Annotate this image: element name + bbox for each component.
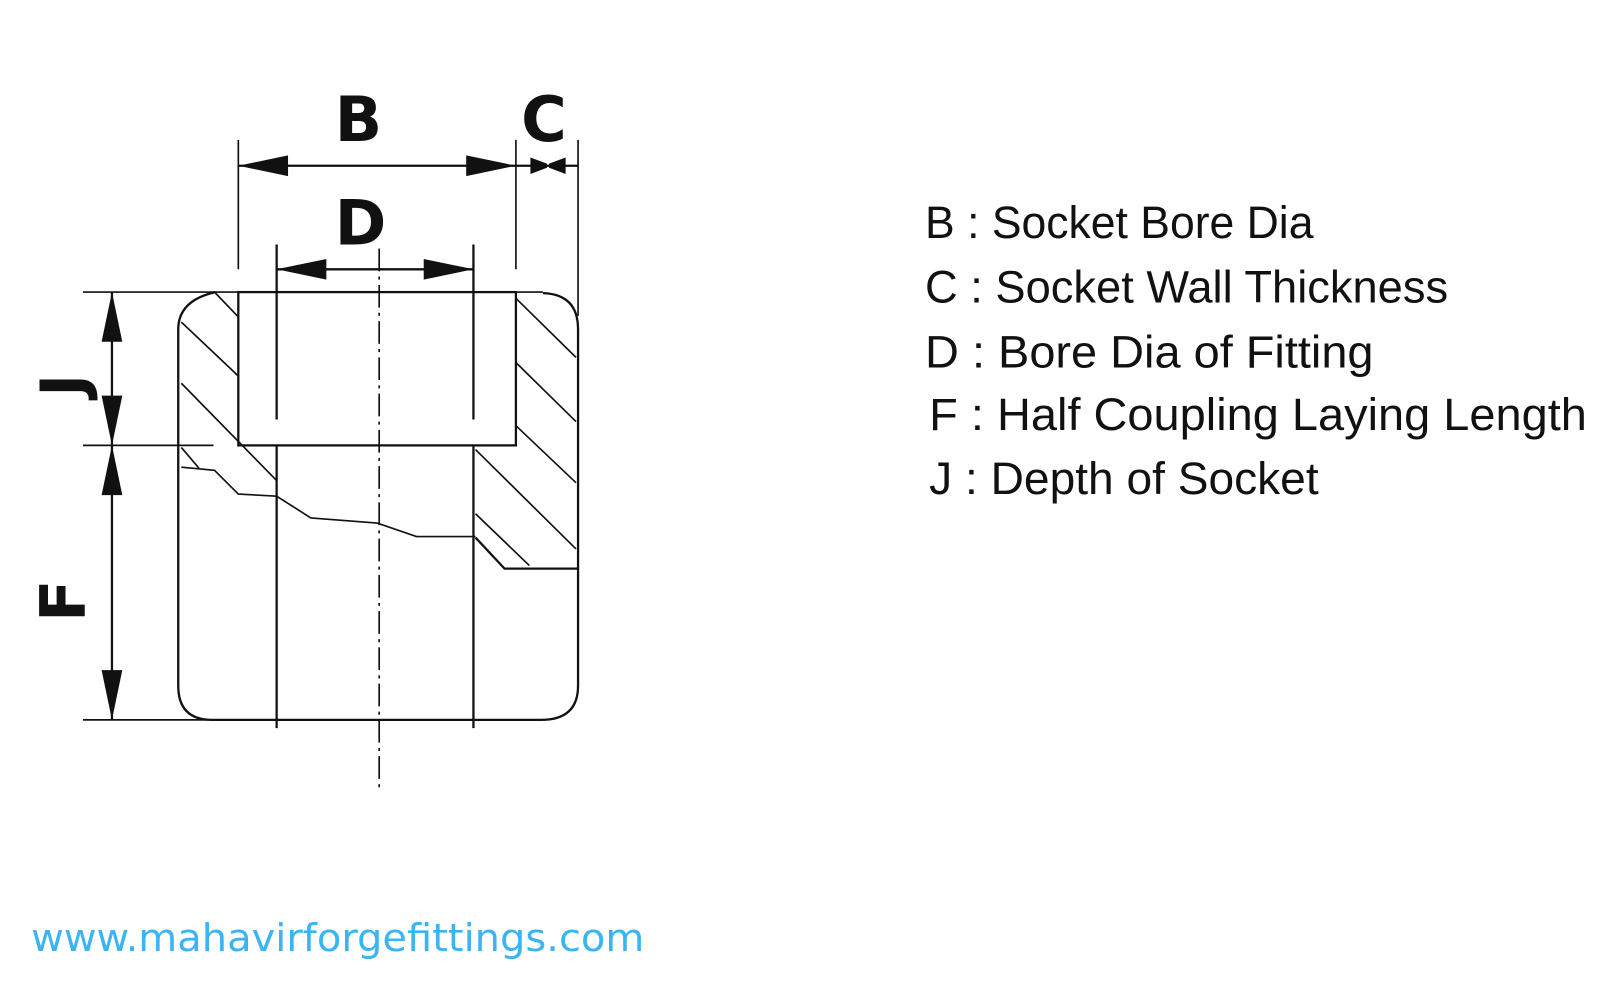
legend-item-f: F : Half Coupling Laying Length <box>929 389 1587 440</box>
dimension-label-d: D <box>335 186 387 259</box>
section-break-line-left <box>181 466 476 538</box>
dimension-f: F <box>27 445 123 720</box>
legend: B : Socket Bore Dia C : Socket Wall Thic… <box>925 197 1587 504</box>
dimension-label-b: B <box>335 83 382 156</box>
dimension-label-j: J <box>27 374 100 401</box>
dimension-label-f: F <box>27 580 100 622</box>
legend-item-j: J : Depth of Socket <box>929 453 1319 504</box>
legend-item-b: B : Socket Bore Dia <box>925 197 1314 248</box>
dimension-j: J <box>27 292 123 446</box>
fitting-body-outline <box>177 290 580 722</box>
section-break-line-right <box>474 536 579 570</box>
legend-item-c: C : Socket Wall Thickness <box>925 261 1448 312</box>
section-hatching <box>180 292 577 567</box>
dimension-c: C <box>515 83 579 316</box>
dimension-label-c: C <box>521 83 567 156</box>
dimension-b: B <box>237 83 517 270</box>
socket-cavity <box>237 290 518 447</box>
legend-item-d: D : Bore Dia of Fitting <box>925 327 1373 378</box>
website-link[interactable]: www.mahavirforgefittings.com <box>31 916 644 961</box>
dimension-d: D <box>276 186 474 280</box>
